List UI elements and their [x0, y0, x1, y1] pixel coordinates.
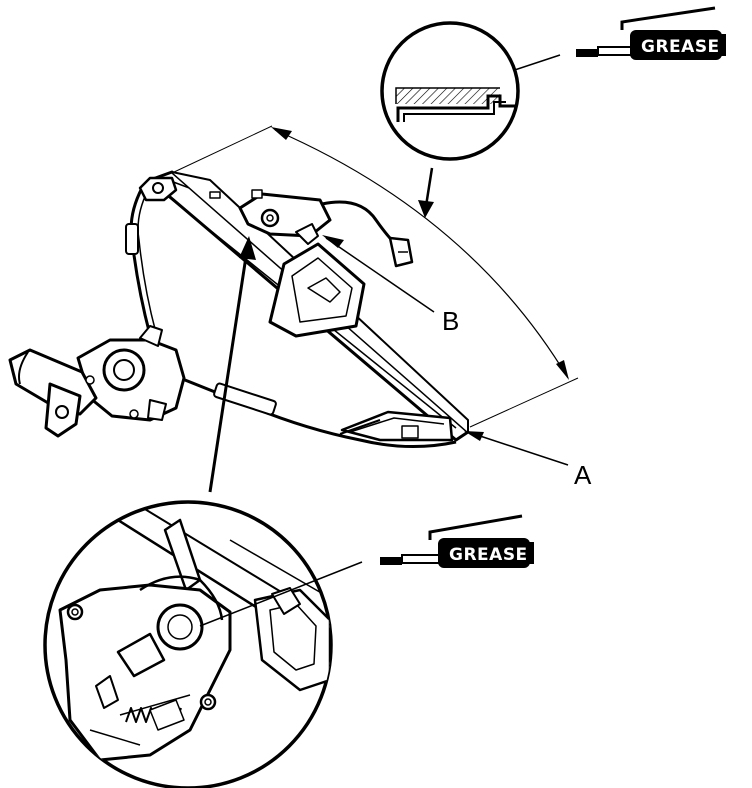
grease-label-top: GREASE: [641, 37, 720, 57]
callout-line-b: [325, 237, 435, 313]
grease-gun-bottom: GREASE: [380, 514, 534, 568]
grease-label-bottom: GREASE: [449, 545, 528, 565]
detail-circle-bottom: [43, 500, 333, 788]
detail-arrow-top: [424, 167, 434, 207]
detail-circle-top: [380, 21, 520, 161]
detail-arrow-bottom: [208, 249, 249, 493]
window-regulator-assembly: [8, 170, 470, 448]
callout-label-b: B: [442, 306, 459, 336]
dimension-arc: [171, 125, 579, 428]
callout-line-a: [467, 431, 569, 466]
grease-gun-top: GREASE: [576, 6, 726, 60]
grease-pointer-line-bottom: [199, 561, 363, 627]
callout-label-a: A: [574, 460, 592, 490]
